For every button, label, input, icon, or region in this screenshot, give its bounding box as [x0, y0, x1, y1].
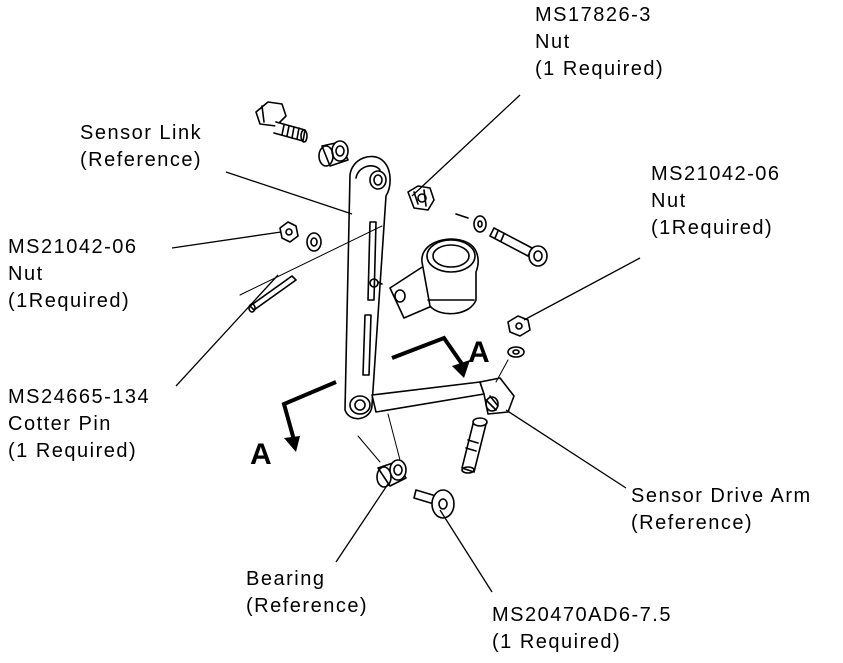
callout-line: Cotter Pin — [8, 413, 112, 435]
callout-line: MS21042-06 — [651, 163, 781, 185]
callout-line: (1Required) — [8, 290, 131, 312]
rivet-part — [413, 489, 455, 519]
bearing-part — [376, 459, 407, 488]
callout-line: (1 Required) — [535, 58, 665, 80]
callout-bearing: Bearing (Reference) — [246, 566, 368, 620]
callout-line: Sensor Drive Arm — [631, 485, 812, 507]
callout-line: (Reference) — [631, 512, 754, 534]
view-arrow-lower: A — [250, 380, 337, 471]
callout-line: Nut — [651, 190, 687, 212]
pin-drive-arm — [461, 417, 488, 474]
callout-line: (1 Required) — [492, 631, 622, 653]
callout-line: (1Required) — [651, 217, 774, 239]
callout-ms21042-nut-left: MS21042-06 Nut (1Required) — [8, 234, 138, 315]
nut-left — [279, 221, 322, 252]
bolt-top — [255, 101, 308, 143]
bolt-bracket — [473, 215, 548, 267]
view-label-upper: A — [468, 336, 490, 369]
callout-line: MS20470AD6-7.5 — [492, 604, 672, 626]
sensor-link-part — [344, 155, 391, 420]
view-label-lower: A — [250, 438, 272, 471]
callout-line: Sensor Link — [80, 122, 203, 144]
callout-line: Nut — [535, 31, 571, 53]
callout-ms21042-nut-right: MS21042-06 Nut (1Required) — [651, 161, 781, 242]
callout-ms24665-cotter-pin: MS24665-134 Cotter Pin (1 Required) — [8, 384, 150, 465]
callout-ms20470-rivet: MS20470AD6-7.5 (1 Required) — [492, 602, 672, 656]
castle-nut — [407, 185, 435, 211]
callout-sensor-drive-arm: Sensor Drive Arm (Reference) — [631, 483, 812, 537]
callout-sensor-link: Sensor Link (Reference) — [80, 120, 202, 174]
callout-line: Bearing — [246, 568, 326, 590]
callout-line: (1 Required) — [8, 440, 138, 462]
view-arrow-upper: A — [391, 335, 490, 378]
mount-bracket — [369, 238, 479, 319]
callout-line: MS24665-134 — [8, 386, 151, 408]
sensor-drive-arm-part — [371, 377, 515, 415]
callout-line: Nut — [8, 263, 44, 285]
bushing-top — [318, 140, 349, 167]
nut-right — [507, 315, 531, 358]
callout-line: (Reference) — [80, 149, 203, 171]
callout-line: MS17826-3 — [535, 4, 652, 26]
leader-lines — [171, 94, 641, 593]
callout-line: (Reference) — [246, 595, 369, 617]
callout-ms17826-nut: MS17826-3 Nut (1 Required) — [535, 2, 664, 83]
callout-line: MS21042-06 — [8, 236, 138, 258]
